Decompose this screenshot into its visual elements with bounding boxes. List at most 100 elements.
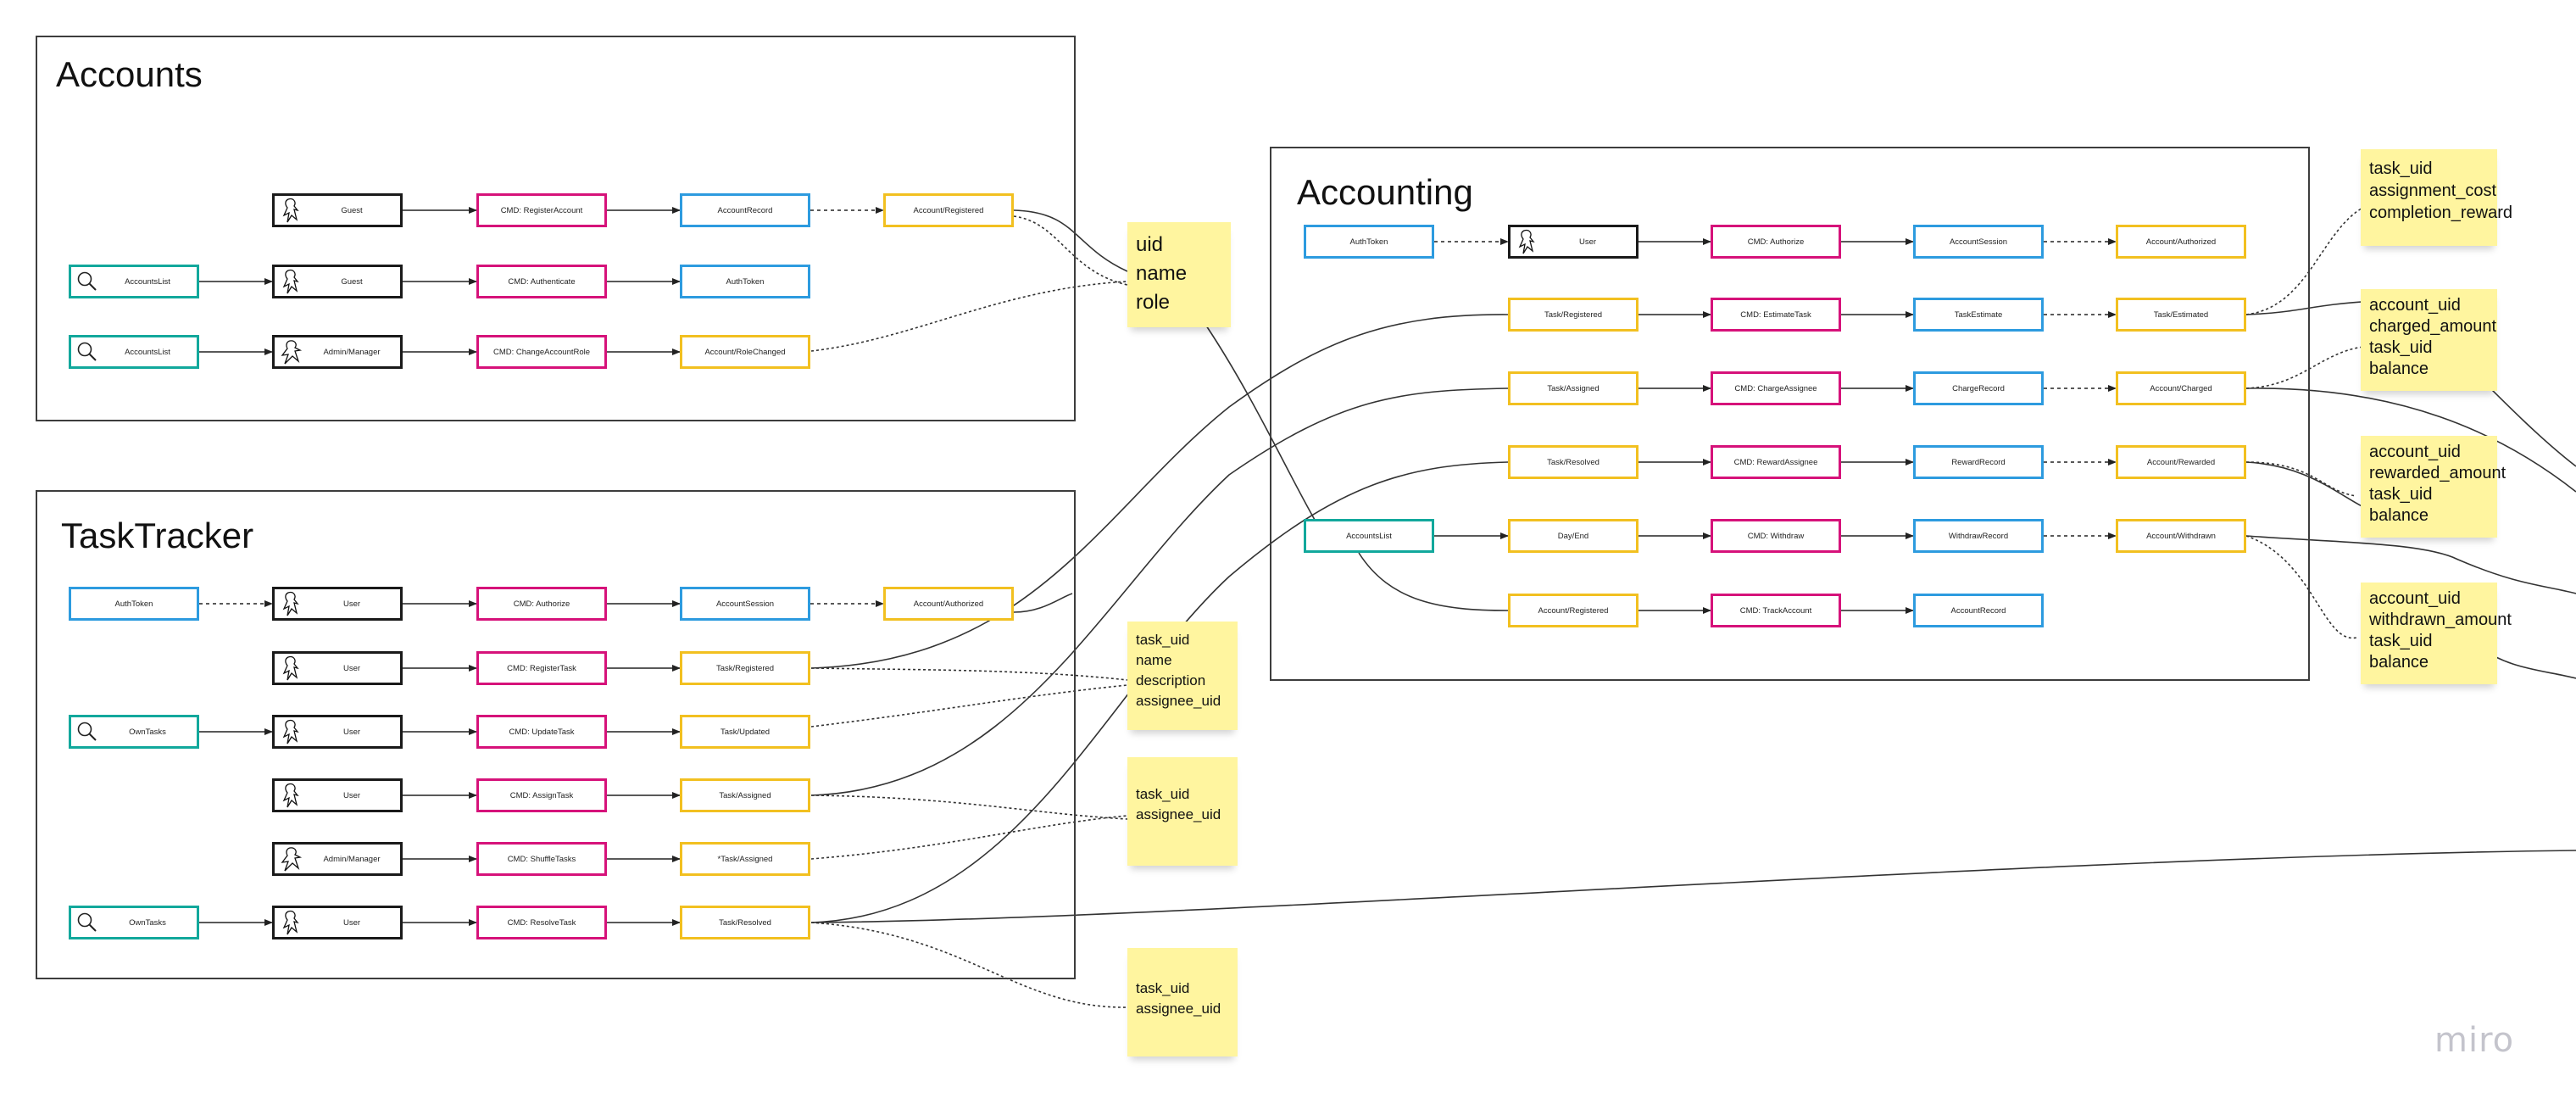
box-label: CMD: Authorize <box>513 599 570 609</box>
actor-guest[interactable]: Guest <box>272 193 403 227</box>
box-label: Account/RoleChanged <box>704 347 786 357</box>
event-account-withdrawn[interactable]: Account/Withdrawn <box>2116 519 2246 553</box>
box-label: Guest <box>341 205 363 215</box>
actor-user[interactable]: User <box>272 906 403 939</box>
event-task-registered[interactable]: Task/Registered <box>680 651 810 685</box>
command-track-account[interactable]: CMD: TrackAccount <box>1711 594 1841 627</box>
connector <box>2245 300 2374 315</box>
sticky-task-assigned-fields[interactable]: task_uid assignee_uid <box>1127 757 1238 866</box>
connector <box>2245 535 2576 594</box>
event-day-end[interactable]: Day/End <box>1508 519 1639 553</box>
connector <box>1013 209 1128 272</box>
read-model-own-tasks[interactable]: OwnTasks <box>69 715 199 749</box>
actor-guest[interactable]: Guest <box>272 265 403 298</box>
box-label: AccountRecord <box>1950 605 2006 616</box>
aggregate-account-session[interactable]: AccountSession <box>680 587 810 621</box>
event-task-updated[interactable]: Task/Updated <box>680 715 810 749</box>
event-account-rewarded[interactable]: Account/Rewarded <box>2116 445 2246 479</box>
magnifier-icon <box>77 342 97 361</box>
actor-user[interactable]: User <box>272 778 403 812</box>
connector <box>810 815 1128 860</box>
aggregate-account-session[interactable]: AccountSession <box>1913 225 2044 259</box>
aggregate-charge-record[interactable]: ChargeRecord <box>1913 371 2044 405</box>
command-update-task[interactable]: CMD: UpdateTask <box>476 715 607 749</box>
command-shuffle-tasks[interactable]: CMD: ShuffleTasks <box>476 842 607 876</box>
box-label: TaskEstimate <box>1954 309 2003 320</box>
command-authorize[interactable]: CMD: Authorize <box>1711 225 1841 259</box>
connector <box>2245 345 2374 389</box>
sticky-line: assignee_uid <box>1136 806 1221 822</box>
event-account-authorized[interactable]: Account/Authorized <box>2116 225 2246 259</box>
aggregate-account-record[interactable]: AccountRecord <box>680 193 810 227</box>
actor-admin-manager[interactable]: Admin/Manager <box>272 842 403 876</box>
event-account-role-changed[interactable]: Account/RoleChanged <box>680 335 810 369</box>
aggregate-auth-token[interactable]: AuthToken <box>69 587 199 621</box>
connector <box>2245 461 2357 497</box>
read-model-accounts-list[interactable]: AccountsList <box>1304 519 1434 553</box>
event-task-estimated[interactable]: Task/Estimated <box>2116 298 2246 332</box>
box-label: CMD: ShuffleTasks <box>507 854 576 864</box>
command-change-account-role[interactable]: CMD: ChangeAccountRole <box>476 335 607 369</box>
command-register-account[interactable]: CMD: RegisterAccount <box>476 193 607 227</box>
actor-user[interactable]: User <box>272 587 403 621</box>
event-account-authorized[interactable]: Account/Authorized <box>883 587 1014 621</box>
box-label: CMD: ChangeAccountRole <box>492 347 591 357</box>
aggregate-account-record[interactable]: AccountRecord <box>1913 594 2044 627</box>
sticky-account-fields[interactable]: uid name role <box>1127 222 1231 327</box>
read-model-own-tasks[interactable]: OwnTasks <box>69 906 199 939</box>
sticky-line: balance <box>2369 360 2429 378</box>
event-task-assigned-multi[interactable]: *Task/Assigned <box>680 842 810 876</box>
sticky-task-registered-fields[interactable]: task_uid name description assignee_uid <box>1127 622 1238 730</box>
command-withdraw[interactable]: CMD: Withdraw <box>1711 519 1841 553</box>
accounts-frame[interactable]: Accounts <box>36 36 1076 421</box>
sticky-account-withdrawn-fields[interactable]: account_uid withdrawn_amount task_uid ba… <box>2361 583 2512 684</box>
aggregate-auth-token[interactable]: AuthToken <box>1304 225 1434 259</box>
sticky-line: uid <box>1136 233 1164 256</box>
sticky-account-charged-fields[interactable]: account_uid charged_amount task_uid bala… <box>2361 289 2497 391</box>
command-assign-task[interactable]: CMD: AssignTask <box>476 778 607 812</box>
event-task-assigned[interactable]: Task/Assigned <box>1508 371 1639 405</box>
command-authenticate[interactable]: CMD: Authenticate <box>476 265 607 298</box>
box-label: CMD: RewardAssignee <box>1733 457 1818 467</box>
actor-user[interactable]: User <box>272 651 403 685</box>
box-label: CMD: TrackAccount <box>1739 605 1812 616</box>
aggregate-task-estimate[interactable]: TaskEstimate <box>1913 298 2044 332</box>
command-estimate-task[interactable]: CMD: EstimateTask <box>1711 298 1841 332</box>
actor-user[interactable]: User <box>1508 225 1639 259</box>
aggregate-auth-token[interactable]: AuthToken <box>680 265 810 298</box>
sticky-account-rewarded-fields[interactable]: account_uid rewarded_amount task_uid bal… <box>2361 436 2506 538</box>
actor-user[interactable]: User <box>272 715 403 749</box>
aggregate-withdraw-record[interactable]: WithdrawRecord <box>1913 519 2044 553</box>
command-register-task[interactable]: CMD: RegisterTask <box>476 651 607 685</box>
box-label: User <box>342 917 361 928</box>
sticky-line: task_uid <box>1136 786 1190 802</box>
read-model-accounts-list[interactable]: AccountsList <box>69 265 199 298</box>
sticky-line: completion_reward <box>2369 203 2512 222</box>
sticky-task-resolved-fields[interactable]: task_uid assignee_uid <box>1127 948 1238 1056</box>
box-label: AccountsList <box>125 347 170 357</box>
command-resolve-task[interactable]: CMD: ResolveTask <box>476 906 607 939</box>
command-charge-assignee[interactable]: CMD: ChargeAssignee <box>1711 371 1841 405</box>
box-label: CMD: ResolveTask <box>507 917 576 928</box>
event-account-registered[interactable]: Account/Registered <box>1508 594 1639 627</box>
tasktracker-frame[interactable]: TaskTracker <box>36 490 1076 979</box>
box-label: User <box>342 790 361 800</box>
sticky-task-estimated-fields[interactable]: task_uid assignment_cost completion_rewa… <box>2361 149 2512 246</box>
command-authorize[interactable]: CMD: Authorize <box>476 587 607 621</box>
accounting-frame[interactable]: Accounting <box>1270 147 2310 681</box>
event-task-registered[interactable]: Task/Registered <box>1508 298 1639 332</box>
box-label: CMD: Authenticate <box>508 276 576 287</box>
event-account-registered[interactable]: Account/Registered <box>883 193 1014 227</box>
aggregate-reward-record[interactable]: RewardRecord <box>1913 445 2044 479</box>
command-reward-assignee[interactable]: CMD: RewardAssignee <box>1711 445 1841 479</box>
read-model-accounts-list[interactable]: AccountsList <box>69 335 199 369</box>
connector <box>810 684 1128 728</box>
event-task-resolved[interactable]: Task/Resolved <box>1508 445 1639 479</box>
sticky-line: charged_amount <box>2369 317 2497 336</box>
event-task-assigned[interactable]: Task/Assigned <box>680 778 810 812</box>
event-task-resolved[interactable]: Task/Resolved <box>680 906 810 939</box>
event-account-charged[interactable]: Account/Charged <box>2116 371 2246 405</box>
person-icon <box>1518 229 1535 254</box>
actor-admin-manager[interactable]: Admin/Manager <box>272 335 403 369</box>
